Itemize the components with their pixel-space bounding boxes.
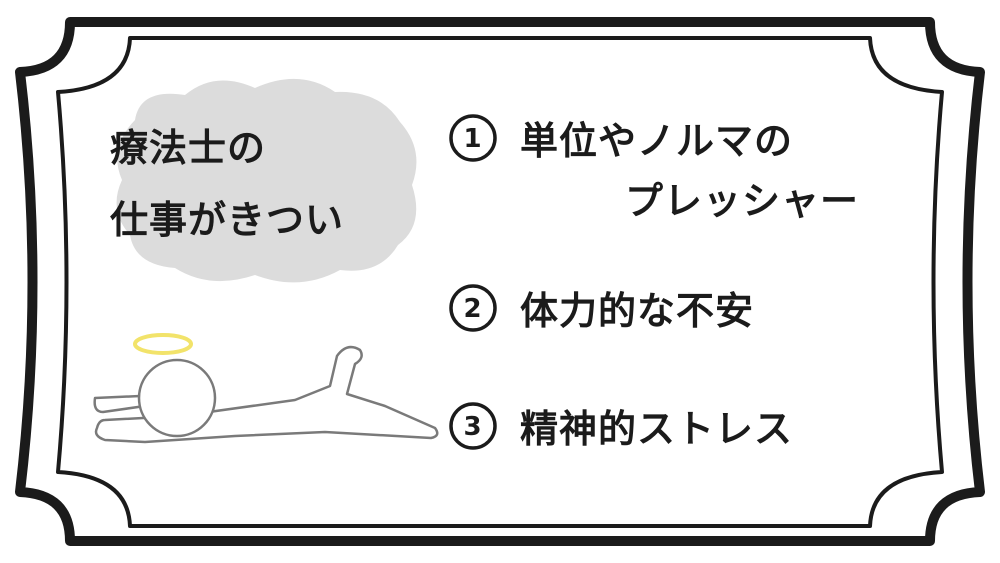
person-body [93, 394, 147, 414]
inner-frame [56, 36, 944, 528]
svg-text:1: 1 [463, 124, 482, 154]
cloud-shape [116, 78, 417, 283]
list-item-2: 2 体力的な不安 [448, 280, 754, 335]
person-head [137, 358, 217, 438]
item-2-text: 体力的な不安 [520, 289, 755, 333]
circled-number-1: 1 [448, 113, 498, 163]
item-1-text-continued: プレッシャー [625, 179, 860, 223]
list-item-1: 1 単位やノルマの [448, 110, 793, 165]
title-line-1: 療法士の [110, 126, 267, 170]
svg-text:2: 2 [463, 294, 482, 324]
list-item-3: 3 精神的ストレス [448, 398, 793, 453]
circled-number-3: 3 [448, 401, 498, 451]
outer-frame [15, 17, 985, 546]
svg-text:3: 3 [463, 412, 482, 442]
item-1-text: 単位やノルマの [520, 119, 794, 163]
halo-icon [133, 333, 193, 355]
item-3-text: 精神的ストレス [520, 407, 794, 451]
collapsed-person-illustration [93, 333, 439, 444]
cloud-title: 療法士の 仕事がきつい [110, 112, 344, 256]
circled-number-2: 2 [448, 283, 498, 333]
title-line-2: 仕事がきつい [110, 198, 345, 242]
